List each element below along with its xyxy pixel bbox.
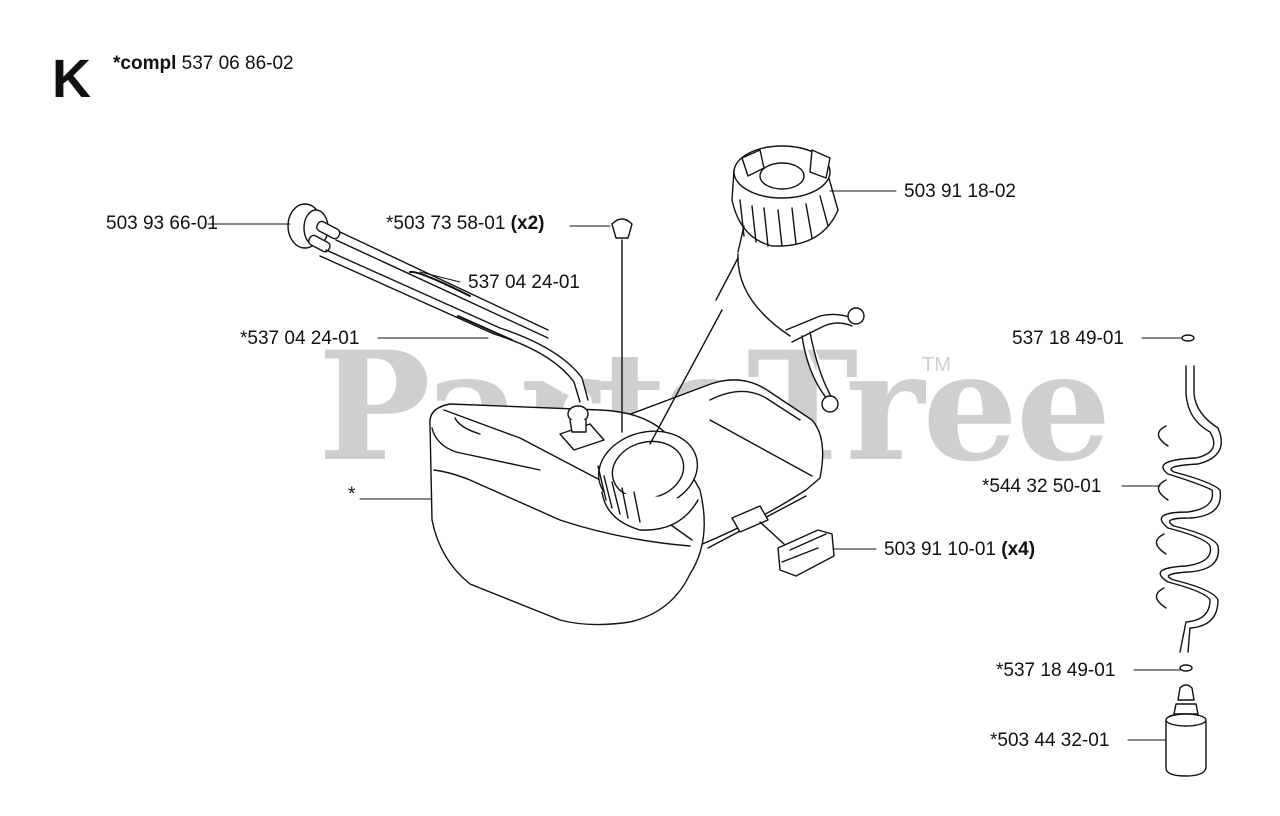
fuel-cap-drawing [715, 145, 865, 413]
leader-lines [207, 190, 1183, 741]
vent-valve-part: *503 73 58-01 [386, 213, 506, 234]
rubber-mount-part: 503 91 10-01 [884, 539, 996, 560]
assembly-prefix: *compl [113, 53, 177, 74]
rubber-mount-qty: (x4) [1001, 539, 1036, 560]
callout-primer-bulb[interactable]: 503 93 66-01 [106, 213, 218, 234]
callout-rubber-mount[interactable]: 503 91 10-01 (x4) [884, 540, 1035, 559]
callout-coil-hose[interactable]: *544 32 50-01 [982, 476, 1102, 497]
fuel-filter-drawing [1165, 684, 1207, 777]
cap-leader-to-spout [649, 309, 723, 445]
rubber-mount-drawing [759, 521, 835, 577]
coil-hose-drawing [1155, 334, 1222, 672]
callout-fuel-hose-lower[interactable]: *537 04 24-01 [240, 328, 360, 349]
callout-fuel-hose-upper[interactable]: 537 04 24-01 [468, 272, 580, 293]
hose-marker-lower [457, 315, 513, 341]
section-letter: K [52, 49, 91, 109]
hose-marker-upper [409, 270, 471, 297]
callout-o-ring-top[interactable]: 537 18 49-01 [1012, 328, 1124, 349]
vent-valve-qty: (x2) [510, 213, 545, 234]
callout-vent-valve[interactable]: *503 73 58-01 (x2) [386, 214, 544, 233]
trademark-mark: TM [922, 354, 951, 376]
primer-bulb-drawing [287, 203, 589, 433]
callout-fuel-cap[interactable]: 503 91 18-02 [904, 181, 1016, 202]
vent-valve-drawing [611, 218, 633, 433]
callout-tank[interactable]: * [348, 484, 356, 505]
callout-fuel-filter[interactable]: *503 44 32-01 [990, 730, 1110, 751]
assembly-title: *compl 537 06 86-02 [113, 53, 294, 75]
assembly-part-number: 537 06 86-02 [181, 53, 294, 74]
fuel-tank-drawing [429, 379, 824, 626]
callout-o-ring-bottom[interactable]: *537 18 49-01 [996, 660, 1116, 681]
